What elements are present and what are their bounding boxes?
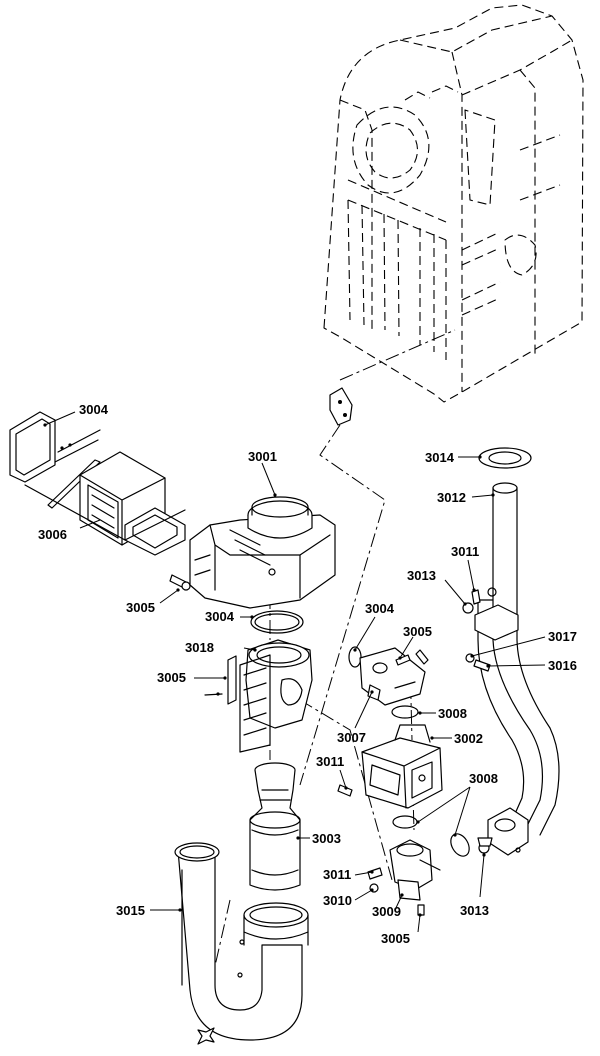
callout-3011-top: 3011 (451, 544, 479, 559)
callout-3006: 3006 (38, 527, 67, 542)
venturi-housing-3018 (204, 639, 313, 753)
callout-3013-top: 3013 (407, 568, 436, 583)
callout-3005-bottom: 3005 (381, 931, 410, 946)
o-ring-3008-top (391, 705, 419, 719)
wing-nut (197, 1027, 215, 1045)
callout-3007: 3007 (337, 730, 366, 745)
callout-3004-top: 3004 (79, 402, 109, 417)
mounting-bracket (329, 387, 353, 426)
fittings-3010-3011 (367, 867, 425, 916)
screws-3005-mid (395, 649, 429, 666)
gas-inlet-elbow-3009 (389, 839, 441, 901)
callout-3008-top: 3008 (438, 706, 467, 721)
callout-3002: 3002 (454, 731, 483, 746)
callout-3005-right: 3005 (403, 624, 432, 639)
callout-3013-bottom: 3013 (460, 903, 489, 918)
callout-3004-right: 3004 (365, 601, 395, 616)
callout-3014: 3014 (425, 450, 455, 465)
callout-3011-mid: 3011 (316, 754, 344, 769)
leader-lines (43, 411, 546, 933)
gas-pipe-3012 (474, 447, 560, 856)
callout-3010: 3010 (323, 893, 352, 908)
callout-3012: 3012 (437, 490, 466, 505)
intake-pipe-3015 (174, 842, 309, 1041)
callout-3017: 3017 (548, 629, 577, 644)
heat-exchanger-outline (323, 4, 584, 403)
fan-blower-3001 (189, 496, 336, 609)
callout-3005-left: 3005 (126, 600, 155, 615)
screw-3011-mid (337, 784, 353, 797)
callout-3004-mid: 3004 (205, 609, 235, 624)
callout-3011-bottom: 3011 (323, 867, 351, 882)
callout-3009: 3009 (372, 904, 401, 919)
fittings-3013-3011-top (462, 589, 493, 854)
callout-3003: 3003 (312, 831, 341, 846)
callout-3018: 3018 (185, 640, 214, 655)
gas-valve-3002 (361, 724, 443, 809)
o-ring-3008-right (450, 833, 470, 857)
air-inlet-assembly (9, 411, 186, 556)
callout-3008-bottom: 3008 (469, 771, 498, 786)
callout-3005-mid: 3005 (157, 670, 186, 685)
callout-3015: 3015 (116, 903, 145, 918)
callout-3001: 3001 (248, 449, 277, 464)
screw-3005-left (169, 574, 191, 591)
gas-adaptor-3007 (348, 646, 426, 706)
callout-labels: 3004 3006 3001 3005 3004 3018 3005 3004 … (38, 402, 577, 946)
callout-3016: 3016 (548, 658, 577, 673)
o-ring-3004-mid (250, 610, 304, 634)
mixing-tube-3003 (249, 762, 301, 891)
